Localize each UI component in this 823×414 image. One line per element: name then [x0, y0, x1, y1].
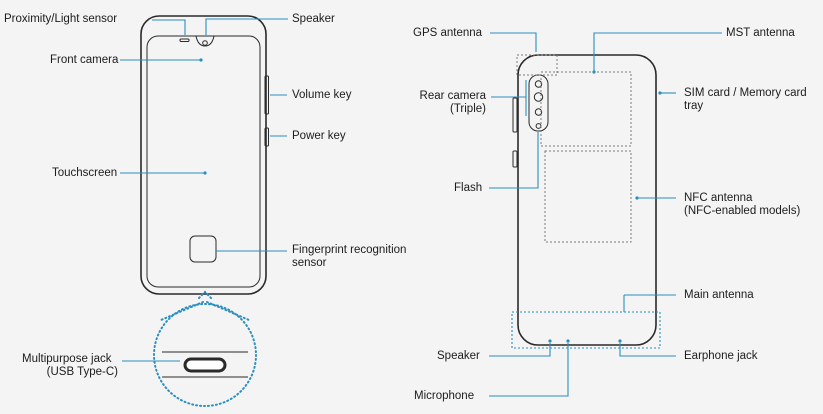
flash-led	[535, 123, 542, 129]
label-nfc-antenna-line2: (NFC-enabled models)	[684, 205, 801, 217]
label-multipurpose-jack-line2: (USB Type-C)	[46, 366, 118, 378]
label-rear-camera-line2: (Triple)	[450, 103, 486, 115]
label-rear-camera-line1: Rear camera	[419, 90, 486, 102]
front-phone	[140, 15, 269, 299]
label-front-speaker: Speaker	[292, 13, 335, 25]
power-key-shape	[264, 127, 269, 147]
label-fingerprint-sensor-line1: Fingerprint recognition	[292, 244, 407, 256]
mst-antenna-zone	[540, 71, 632, 147]
back-leaders	[489, 32, 722, 397]
label-main-antenna: Main antenna	[684, 289, 754, 301]
label-fingerprint-sensor-line2: sensor	[292, 257, 327, 269]
label-touchscreen: Touchscreen	[52, 167, 118, 179]
label-mst-antenna: MST antenna	[726, 27, 795, 39]
earpiece-slot	[179, 38, 190, 42]
label-back-speaker: Speaker	[437, 350, 480, 362]
label-multipurpose-jack-line1: Multipurpose jack	[22, 353, 112, 365]
label-flash: Flash	[454, 182, 483, 194]
label-power-key: Power key	[292, 130, 346, 142]
bottom-indicator	[198, 290, 212, 299]
nfc-antenna-zone	[544, 150, 632, 243]
front-camera-lens	[202, 40, 208, 46]
back-phone-body	[517, 54, 657, 346]
label-front-camera: Front camera	[50, 54, 119, 66]
label-microphone: Microphone	[414, 390, 475, 402]
fingerprint-sensor-shape	[189, 235, 217, 263]
label-earphone-jack: Earphone jack	[684, 350, 758, 362]
label-sim-tray-line1: SIM card / Memory card	[684, 87, 807, 99]
front-phone-bezel	[146, 35, 261, 288]
label-proximity-light-sensor: Proximity/Light sensor	[4, 13, 118, 25]
front-phone-body	[140, 15, 267, 295]
label-nfc-antenna-line1: NFC antenna	[684, 192, 753, 204]
back-phone	[511, 54, 661, 349]
front-notch	[195, 35, 215, 47]
label-sim-tray-line2: tray	[684, 100, 704, 112]
label-volume-key: Volume key	[292, 89, 352, 101]
rear-camera-module	[528, 74, 549, 132]
main-antenna-zone	[511, 311, 661, 349]
label-gps-antenna: GPS antenna	[413, 27, 483, 39]
gps-antenna-zone	[516, 54, 558, 76]
usb-c-port-shape	[183, 357, 227, 373]
front-leaders	[120, 18, 288, 362]
jack-magnifier	[153, 301, 257, 407]
volume-key-shape	[264, 75, 269, 115]
